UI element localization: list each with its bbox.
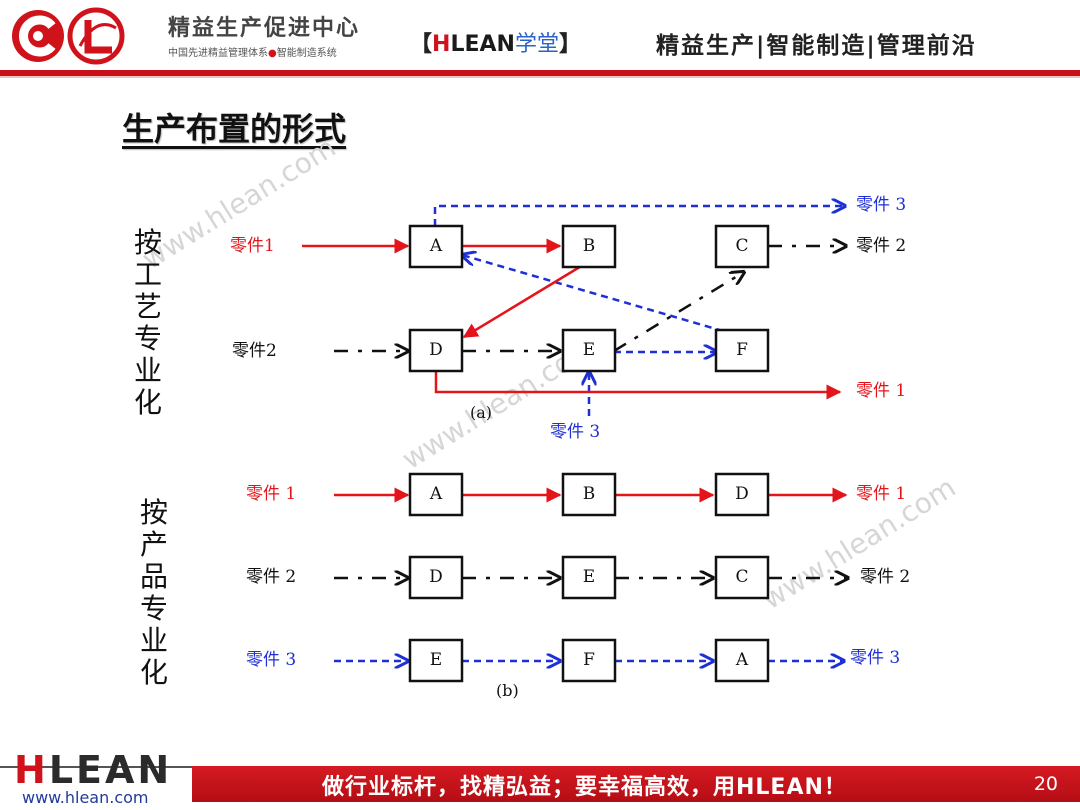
a-label-part3-in: 零件 3 (550, 422, 600, 442)
a-node-a: A (408, 224, 464, 269)
b-row2-node-1: D (408, 555, 464, 600)
footer-bar: 做行业标杆，找精弘益；要幸福高效，用HLEAN！ 20 (192, 766, 1080, 802)
a-node-f-label: F (736, 340, 748, 360)
footer-logo-h: H (14, 748, 49, 792)
footer-divider (0, 766, 192, 768)
bracket-open: 【 (410, 32, 433, 57)
school-xuetang: 学堂 (514, 32, 559, 57)
brand-subtitle-left: 中国先进精益管理体系 (168, 48, 268, 59)
brand-subtitle: 中国先进精益管理体系●智能制造系统 (168, 44, 337, 59)
a-node-e: E (561, 328, 617, 373)
slide-header: 精益生产促进中心 中国先进精益管理体系●智能制造系统 【HLEAN学堂】 精益生… (0, 0, 1080, 78)
section-b-char-2: 产 (140, 528, 168, 561)
a-node-e-label: E (583, 340, 595, 360)
a-node-f: F (714, 328, 770, 373)
section-b-char-3: 品 (140, 560, 168, 593)
header-divider-shadow (0, 76, 1080, 78)
b-row3-node-2: F (561, 638, 617, 683)
b-row3-label-out: 零件 3 (850, 648, 900, 668)
a-node-d-label: D (429, 340, 443, 360)
b-row2-node-3: C (714, 555, 770, 600)
school-lean: LEAN (450, 32, 515, 57)
a-part3-flow-out (433, 206, 845, 226)
b-row1-node-1: A (408, 472, 464, 517)
section-b-label: 按 产 品 专 业 化 (140, 496, 168, 689)
page-number: 20 (1033, 773, 1058, 795)
b-row2-node-3-label: C (735, 567, 748, 587)
diagram-b: A B D D E C E F A 零件 1 零件 1 零件 2 零件 2 零件… (246, 472, 910, 700)
b-row2-node-1-label: D (429, 567, 443, 587)
a-part1-flow-out (434, 372, 842, 400)
section-b-char-4: 专 (140, 592, 168, 625)
a-node-a-label: A (429, 236, 443, 256)
header-divider (0, 70, 1080, 76)
footer-url: www.hlean.com (22, 788, 149, 807)
hlean-school-logo: 【HLEAN学堂】 (410, 26, 581, 58)
b-row3-node-1-label: E (430, 650, 442, 670)
a-node-b: B (561, 224, 617, 269)
footer-logo-lean: LEAN (48, 748, 173, 792)
b-row3-node-1: E (408, 638, 464, 683)
company-logo-icon (12, 7, 125, 65)
footer-slogan: 做行业标杆，找精弘益；要幸福高效，用HLEAN！ (322, 775, 847, 800)
section-a-char-1: 按 (134, 226, 162, 259)
b-row1-node-3-label: D (735, 484, 749, 504)
a-label-part2-in: 零件2 (232, 341, 277, 361)
school-h: H (432, 32, 451, 57)
b-row1-node-2-label: B (583, 484, 596, 504)
section-a-char-4: 专 (134, 322, 162, 355)
section-a-char-3: 艺 (134, 290, 162, 323)
section-b-char-6: 化 (140, 656, 168, 689)
b-row3-label-in: 零件 3 (246, 650, 296, 670)
a-label-part3-out: 零件 3 (856, 195, 906, 215)
a-node-c: C (714, 224, 770, 269)
diagram-a: A B C D E F 零件1 零件2 零件 3 零件 2 零件 1 零件 3 … (230, 195, 906, 442)
a-part3-flow-fa (462, 255, 724, 333)
b-row3-node-3-label: A (735, 650, 749, 670)
section-b-char-1: 按 (140, 496, 168, 529)
a-part1-flow-bd (462, 260, 589, 339)
header-tagline: 精益生产|智能制造|管理前沿 (656, 33, 977, 59)
b-row2-node-2-label: E (583, 567, 595, 587)
b-row1-node-2: B (561, 472, 617, 517)
section-a-char-2: 工 (134, 258, 162, 291)
brand-subtitle-right: 智能制造系统 (276, 48, 337, 59)
a-node-c-label: C (735, 236, 748, 256)
a-part2-flow-ec (613, 272, 744, 353)
b-row1-node-3: D (714, 472, 770, 517)
b-row2-label-out: 零件 2 (860, 567, 910, 587)
a-label-part2-out: 零件 2 (856, 236, 906, 256)
a-label-part1-in: 零件1 (230, 236, 275, 256)
section-a-label: 按 工 艺 专 业 化 (134, 226, 162, 419)
b-row1-node-1-label: A (429, 484, 443, 504)
b-row2-node-2: E (561, 555, 617, 600)
brand-subtitle-dot: ● (268, 48, 277, 59)
bracket-close: 】 (558, 32, 581, 57)
section-b-char-5: 业 (140, 624, 168, 657)
section-a-char-5: 业 (134, 354, 162, 387)
a-label-part1-out: 零件 1 (856, 381, 906, 401)
brand-title: 精益生产促进中心 (168, 16, 361, 41)
caption-a: (a) (470, 403, 492, 422)
footer-hlean-logo: HLEAN (14, 748, 172, 792)
slide-title: 生产布置的形式 (122, 110, 347, 148)
b-row1-label-out: 零件 1 (856, 484, 906, 504)
a-node-d: D (408, 328, 464, 373)
a-node-b-label: B (583, 236, 596, 256)
b-row1-label-in: 零件 1 (246, 484, 296, 504)
caption-b: (b) (496, 681, 519, 700)
section-a-char-6: 化 (134, 386, 162, 419)
b-row2-label-in: 零件 2 (246, 567, 296, 587)
b-row3-node-2-label: F (583, 650, 595, 670)
b-row3-node-3: A (714, 638, 770, 683)
